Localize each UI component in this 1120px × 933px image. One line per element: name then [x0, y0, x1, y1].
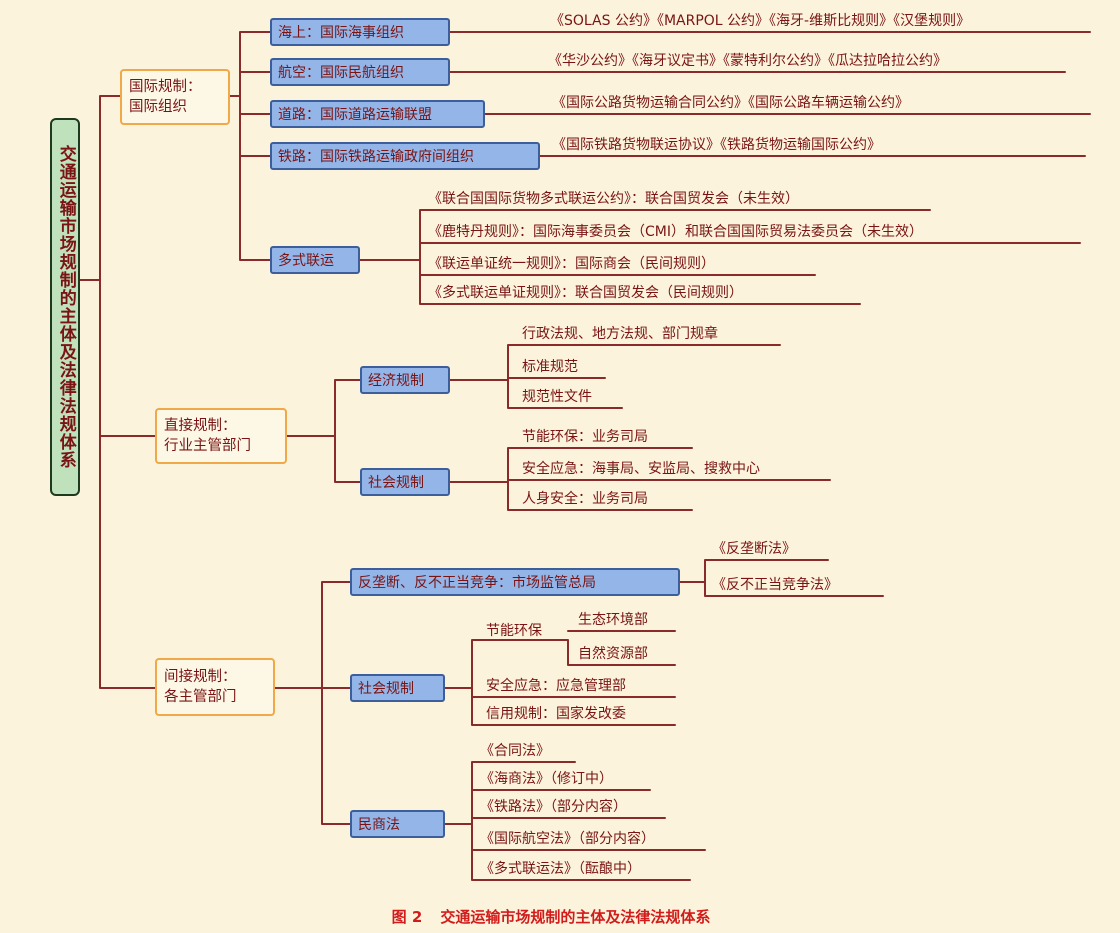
- node-economic-regulation: 经济规制: [360, 366, 450, 394]
- energy-label: 节能环保: [486, 623, 542, 639]
- energy-dept-2: 自然资源部: [578, 646, 648, 662]
- node-indirect-regulation: 间接规制： 各主管部门: [155, 658, 275, 716]
- economic-item-1: 行政法规、地方法规、部门规章: [522, 326, 718, 342]
- laws-road: 《国际公路货物运输合同公约》《国际公路车辆运输公约》: [552, 95, 909, 111]
- civil-law-5: 《多式联运法》（酝酿中）: [480, 861, 641, 877]
- node-label-line2: 国际组织: [129, 99, 187, 115]
- node-multimodal: 多式联运: [270, 246, 360, 274]
- antitrust-law-2: 《反不正当竞争法》: [712, 577, 838, 593]
- indirect-social-item-2: 信用规制：国家发改委: [486, 706, 626, 722]
- economic-item-3: 规范性文件: [522, 389, 592, 405]
- node-label-line1: 直接规制：: [164, 418, 237, 434]
- laws-air: 《华沙公约》《海牙议定书》《蒙特利尔公约》《瓜达拉哈拉公约》: [548, 53, 947, 69]
- civil-law-3: 《铁路法》（部分内容）: [480, 799, 627, 815]
- antitrust-law-1: 《反垄断法》: [712, 541, 796, 557]
- node-label-line2: 行业主管部门: [164, 438, 251, 454]
- multimodal-law-4: 《多式联运单证规则》：联合国贸发会（民间规则）: [428, 285, 743, 301]
- node-air-icao: 航空：国际民航组织: [270, 58, 450, 86]
- figure-number: 图 2: [391, 908, 423, 926]
- civil-law-4: 《国际航空法》（部分内容）: [480, 831, 655, 847]
- node-road-iru: 道路：国际道路运输联盟: [270, 100, 485, 128]
- node-rail-otif: 铁路：国际铁路运输政府间组织: [270, 142, 540, 170]
- node-civil-commercial-law: 民商法: [350, 810, 445, 838]
- civil-law-2: 《海商法》（修订中）: [480, 771, 613, 787]
- figure-caption: 图 2 交通运输市场规制的主体及法律法规体系: [0, 906, 1120, 927]
- social-item-2: 安全应急：海事局、安监局、搜救中心: [522, 461, 760, 477]
- laws-rail: 《国际铁路货物联运协议》《铁路货物运输国际公约》: [552, 137, 881, 153]
- node-label-line1: 国际规制：: [129, 79, 202, 95]
- node-antitrust: 反垄断、反不正当竞争：市场监管总局: [350, 568, 680, 596]
- energy-dept-1: 生态环境部: [578, 612, 648, 628]
- node-international-regulation: 国际规制： 国际组织: [120, 69, 230, 125]
- economic-item-2: 标准规范: [522, 359, 578, 375]
- multimodal-law-2: 《鹿特丹规则》：国际海事委员会（CMI）和联合国国际贸易法委员会（未生效）: [428, 224, 923, 240]
- node-direct-regulation: 直接规制： 行业主管部门: [155, 408, 287, 464]
- figure-title: 交通运输市场规制的主体及法律法规体系: [440, 908, 711, 926]
- civil-law-1: 《合同法》: [480, 743, 550, 759]
- indirect-social-item-1: 安全应急：应急管理部: [486, 678, 626, 694]
- node-label-line1: 间接规制：: [164, 669, 237, 685]
- node-label-line2: 各主管部门: [164, 689, 237, 705]
- multimodal-law-1: 《联合国国际货物多式联运公约》：联合国贸发会（未生效）: [428, 191, 799, 207]
- root-node: 交通运输市场规制的主体及法律法规体系: [50, 118, 80, 496]
- social-item-3: 人身安全：业务司局: [522, 491, 648, 507]
- social-item-1: 节能环保：业务司局: [522, 429, 648, 445]
- node-sea-imo: 海上：国际海事组织: [270, 18, 450, 46]
- laws-sea: 《SOLAS 公约》《MARPOL 公约》《海牙-维斯比规则》《汉堡规则》: [550, 13, 971, 29]
- node-social-regulation: 社会规制: [360, 468, 450, 496]
- multimodal-law-3: 《联运单证统一规则》：国际商会（民间规则）: [428, 256, 715, 272]
- node-indirect-social-regulation: 社会规制: [350, 674, 445, 702]
